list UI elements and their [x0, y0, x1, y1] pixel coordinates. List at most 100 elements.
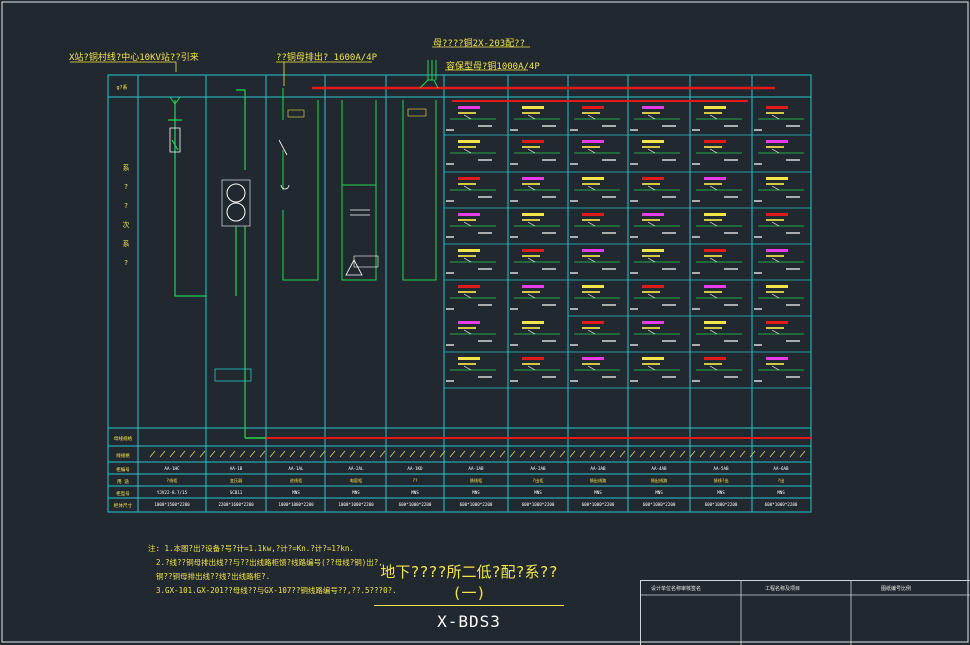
cable-spec-tick	[179, 450, 186, 458]
feeder-switch	[647, 148, 656, 154]
feeder-tag	[522, 140, 544, 143]
feeder-circuit-no	[510, 129, 518, 131]
cable-spec-tick	[219, 450, 226, 458]
feeder-cable-note	[542, 268, 556, 270]
cable-spec-row-ticks	[149, 450, 806, 458]
bus-tie-leader	[276, 61, 372, 86]
cabinet-cabinet_ids-cell: AA-1B	[230, 466, 243, 471]
feeder-circuit-details	[446, 106, 804, 382]
feeder-tag	[704, 213, 726, 216]
feeder-rating	[522, 363, 540, 365]
feeder-rating	[582, 255, 600, 257]
cabinet-uses-cell: 进线柜	[290, 477, 303, 484]
left-vertical-char: 系	[123, 163, 130, 172]
cable-spec-tick	[429, 450, 436, 458]
feeder-switch	[527, 148, 536, 154]
cable-spec-tick	[609, 450, 616, 458]
cable-spec-tick	[419, 450, 426, 458]
feeder-switch	[647, 365, 656, 371]
cable-spec-tick	[449, 450, 456, 458]
feeder-tag	[704, 177, 726, 180]
feeder-tag	[766, 285, 788, 288]
incoming-annotation: X站?铜村线?中心10KV站??引来	[69, 53, 199, 63]
feeder-tag	[642, 357, 664, 360]
cable-spec-tick	[209, 450, 216, 458]
meter-note-box	[214, 368, 252, 382]
feeder-rating	[704, 183, 722, 185]
cabinet-models-cell: MNS	[534, 490, 542, 495]
feeder-cable-note	[602, 232, 616, 234]
cabinet-cabinet_ids-cell: AA-1AB	[468, 466, 484, 471]
cable-spec-tick	[699, 450, 706, 458]
feeder-switch	[647, 185, 656, 191]
feeder-tag	[582, 285, 604, 288]
feeder-tag	[582, 140, 604, 143]
feeder-switch	[587, 365, 596, 371]
feeder-tag	[766, 357, 788, 360]
cable-spec-tick	[529, 450, 536, 458]
feeder-circuit-no	[510, 163, 518, 165]
feeder-cable-note	[542, 340, 556, 342]
feeder-tag	[704, 357, 726, 360]
feeder-circuit-no	[630, 272, 638, 274]
cable-spec-annotation: 容保型母?铜1000A/4P	[446, 62, 540, 72]
feeder-circuit-no	[446, 163, 454, 165]
feeder-subcell-grid	[444, 134, 811, 389]
feeder-switch	[709, 293, 718, 299]
cable-spec-tick	[299, 450, 306, 458]
feeder-cable-note	[478, 125, 492, 127]
feeder-rating	[704, 219, 722, 221]
feeder-switch	[771, 365, 780, 371]
feeder-circuit-no	[754, 129, 762, 131]
feeder-circuit-no	[630, 308, 638, 310]
cable-spec-tick	[729, 450, 736, 458]
feeder-cable-note	[786, 196, 800, 198]
feeder-switch	[647, 114, 656, 120]
feeder-cable-note	[662, 376, 676, 378]
cable-spec-tick	[629, 450, 636, 458]
cabinet-sizes-cell: 1000*1500*2200	[154, 502, 190, 507]
cable-spec-tick	[439, 450, 446, 458]
left-vertical-char: ?	[124, 183, 128, 191]
feeder-rating	[458, 327, 476, 329]
feeder-switch	[709, 257, 718, 263]
feeder-rating	[522, 112, 540, 114]
feeder-switch	[771, 114, 780, 120]
feeder-tag	[642, 106, 664, 109]
cabinet-sizes-cell: 600*1000*2200	[705, 502, 738, 507]
feeder-rating	[458, 146, 476, 148]
feeder-cable-note	[724, 196, 738, 198]
feeder-switch	[709, 365, 718, 371]
cabinet-cabinet_ids-cell: AA-1HC	[164, 466, 180, 471]
feeder-circuit-no	[570, 308, 578, 310]
feeder-tag	[582, 249, 604, 252]
feeder-rating	[522, 255, 540, 257]
cable-spec-tick	[539, 450, 546, 458]
cabinet-sizes-cell: 1000*1000*2200	[338, 502, 374, 507]
feeder-tag	[766, 140, 788, 143]
feeder-tag	[582, 106, 604, 109]
feeder-circuit-no	[630, 380, 638, 382]
cable-spec-tick	[519, 450, 526, 458]
feeder-rating	[766, 363, 784, 365]
cable-spec-tick	[619, 450, 626, 458]
feeder-rating	[766, 291, 784, 293]
feeder-tag	[642, 321, 664, 324]
cable-spec-tick	[679, 450, 686, 458]
drawing-title-block: 地下????所二低?配?系??(一) X-BDS3	[374, 561, 564, 631]
feeder-rating	[704, 255, 722, 257]
feeder-tag	[458, 285, 480, 288]
bottom-row-label: 柜编号	[116, 466, 130, 473]
title-block-table: 设计单位名称审核签名 工程名称及项目 图纸编号比例	[640, 580, 970, 645]
feeder-switch	[709, 185, 718, 191]
cable-spec-tick	[269, 450, 276, 458]
cable-spec-tick	[339, 450, 346, 458]
cable-spec-tick	[779, 450, 786, 458]
feeder-switch	[587, 114, 596, 120]
feeder-cable-note	[478, 304, 492, 306]
feeder-switch	[647, 329, 656, 335]
feeder-circuit-no	[510, 200, 518, 202]
feeder-circuit-no	[570, 272, 578, 274]
